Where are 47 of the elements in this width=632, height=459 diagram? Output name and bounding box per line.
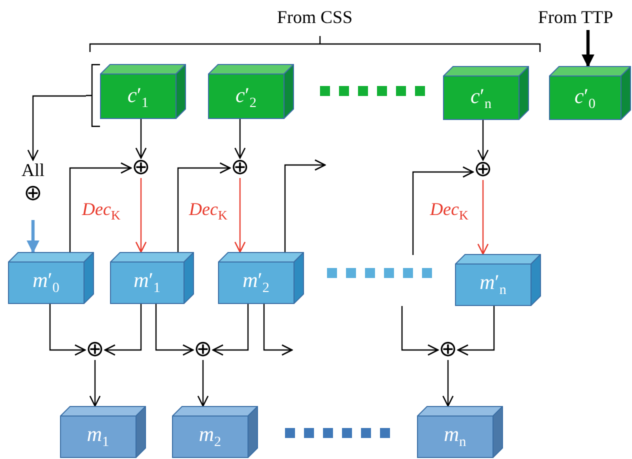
arrow — [582, 30, 594, 68]
arrow — [197, 360, 209, 407]
arrow — [177, 162, 231, 252]
block-label: c′$_{1}$ — [126, 84, 150, 111]
arrow — [412, 166, 474, 255]
arrow — [234, 119, 246, 159]
edge-label: Dec$_{K}$ — [189, 200, 228, 222]
block-label: m′$_{2}$ — [242, 270, 270, 296]
arrow — [155, 304, 194, 356]
arrow — [135, 119, 147, 159]
all-label: All — [21, 160, 44, 182]
arrow — [477, 180, 489, 255]
arrow — [284, 159, 326, 252]
block-label: c′$_{0}$ — [574, 86, 596, 112]
arrow — [234, 178, 246, 253]
xor-symbol: ⊕ — [85, 340, 105, 360]
arrow — [401, 306, 439, 356]
arrow — [27, 95, 86, 161]
block-label: m$_{n}$ — [442, 424, 468, 450]
xor-symbol: ⊕ — [131, 158, 151, 178]
arrow — [442, 360, 454, 407]
arrow — [49, 304, 86, 356]
source-label: From CSS — [277, 6, 353, 29]
arrow — [212, 304, 249, 356]
arrow — [26, 220, 40, 254]
block-label: c′$_{2}$ — [234, 84, 258, 111]
xor-symbol: ⊕ — [24, 182, 42, 206]
arrow — [457, 306, 495, 356]
arrow — [263, 304, 293, 356]
edge-label: Dec$_{K}$ — [82, 200, 120, 222]
block-label: m′$_{1}$ — [132, 270, 162, 296]
arrow — [89, 360, 101, 407]
block-label: m′$_{n}$ — [478, 272, 508, 298]
xor-symbol: ⊕ — [438, 340, 458, 360]
block-label: m$_{2}$ — [198, 424, 222, 450]
arrow — [104, 304, 142, 356]
source-label: From TTP — [538, 6, 614, 30]
block-label: m$_{1}$ — [86, 424, 110, 450]
xor-symbol: ⊕ — [473, 160, 493, 180]
arrow — [135, 178, 147, 253]
block-label: c′$_{n}$ — [470, 86, 492, 112]
xor-symbol: ⊕ — [193, 340, 213, 360]
arrow — [477, 120, 489, 161]
block-label: m′$_{0}$ — [32, 270, 60, 296]
arrow — [69, 162, 132, 252]
edge-label: Dec$_{K}$ — [430, 200, 468, 222]
xor-symbol: ⊕ — [230, 158, 250, 178]
